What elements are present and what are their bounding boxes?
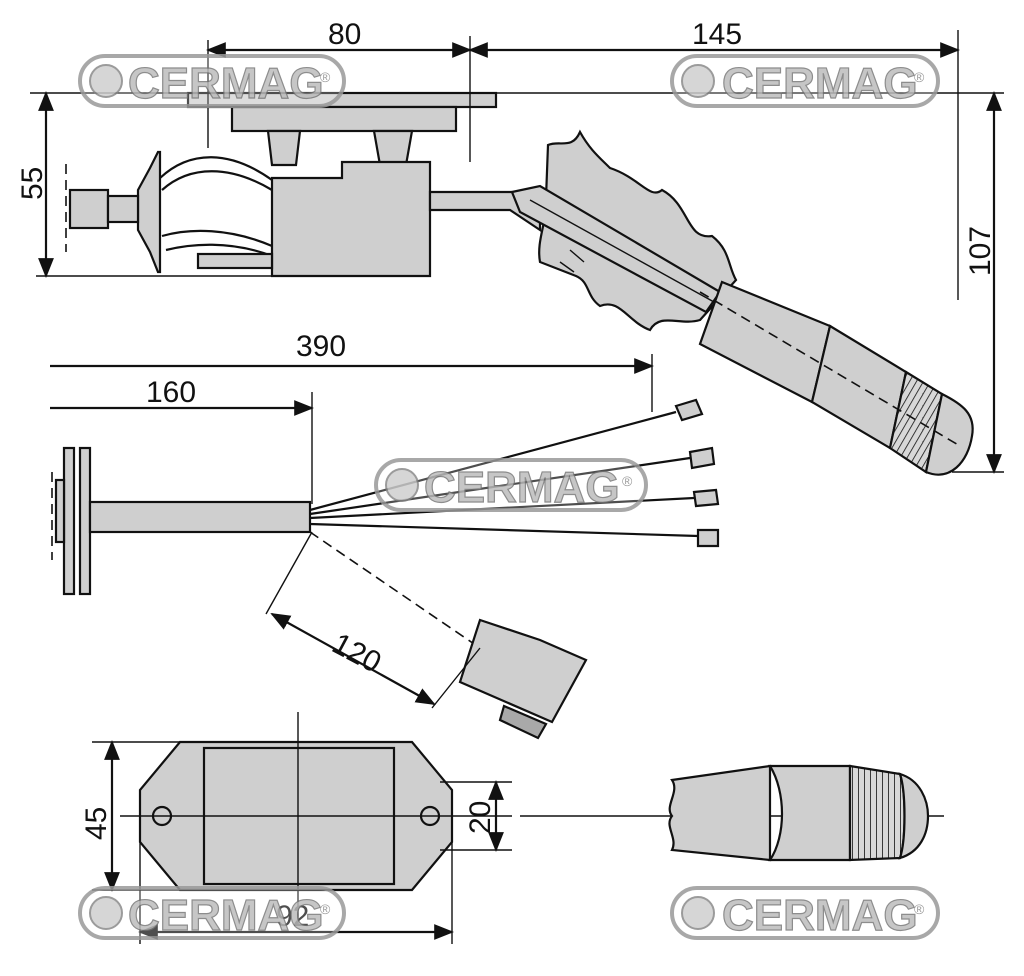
dim-92: 92 (276, 900, 309, 933)
wiring-harness-view (51, 398, 720, 740)
plate-dimensions: 45 92 20 (80, 740, 512, 944)
registered-mark: ® (320, 69, 331, 85)
dim-55: 55 (16, 167, 49, 200)
top-view-dimensions: 80 145 55 107 (16, 18, 1004, 474)
watermark-logo: CERMAG ® (670, 54, 940, 109)
watermark-text: CERMAG (722, 891, 918, 940)
watermark-logo: CERMAG ® (78, 886, 346, 941)
registered-mark: ® (914, 69, 925, 85)
registered-mark: ® (320, 901, 331, 917)
registered-mark: ® (622, 473, 633, 489)
watermark-logo: CERMAG ® (670, 886, 940, 941)
harness-dimensions: 390 160 120 (50, 330, 654, 709)
dim-45: 45 (80, 807, 113, 840)
switch-side-view (65, 91, 974, 476)
watermark-text: CERMAG (722, 59, 918, 108)
dim-390: 390 (296, 330, 346, 363)
dim-20: 20 (464, 801, 497, 834)
watermark-text: CERMAG (424, 463, 620, 512)
dim-107: 107 (964, 226, 997, 276)
mounting-plate-view (120, 712, 512, 924)
watermark-logo: CERMAG ® (374, 458, 648, 513)
dim-160: 160 (146, 376, 196, 409)
watermark-text: CERMAG (128, 59, 324, 108)
watermark-text: CERMAG (128, 891, 324, 940)
watermark-logo: CERMAG ® (78, 54, 346, 109)
dim-145: 145 (692, 18, 742, 51)
registered-mark: ® (914, 901, 925, 917)
lever-handle-view (520, 764, 944, 862)
dim-80: 80 (328, 18, 361, 51)
